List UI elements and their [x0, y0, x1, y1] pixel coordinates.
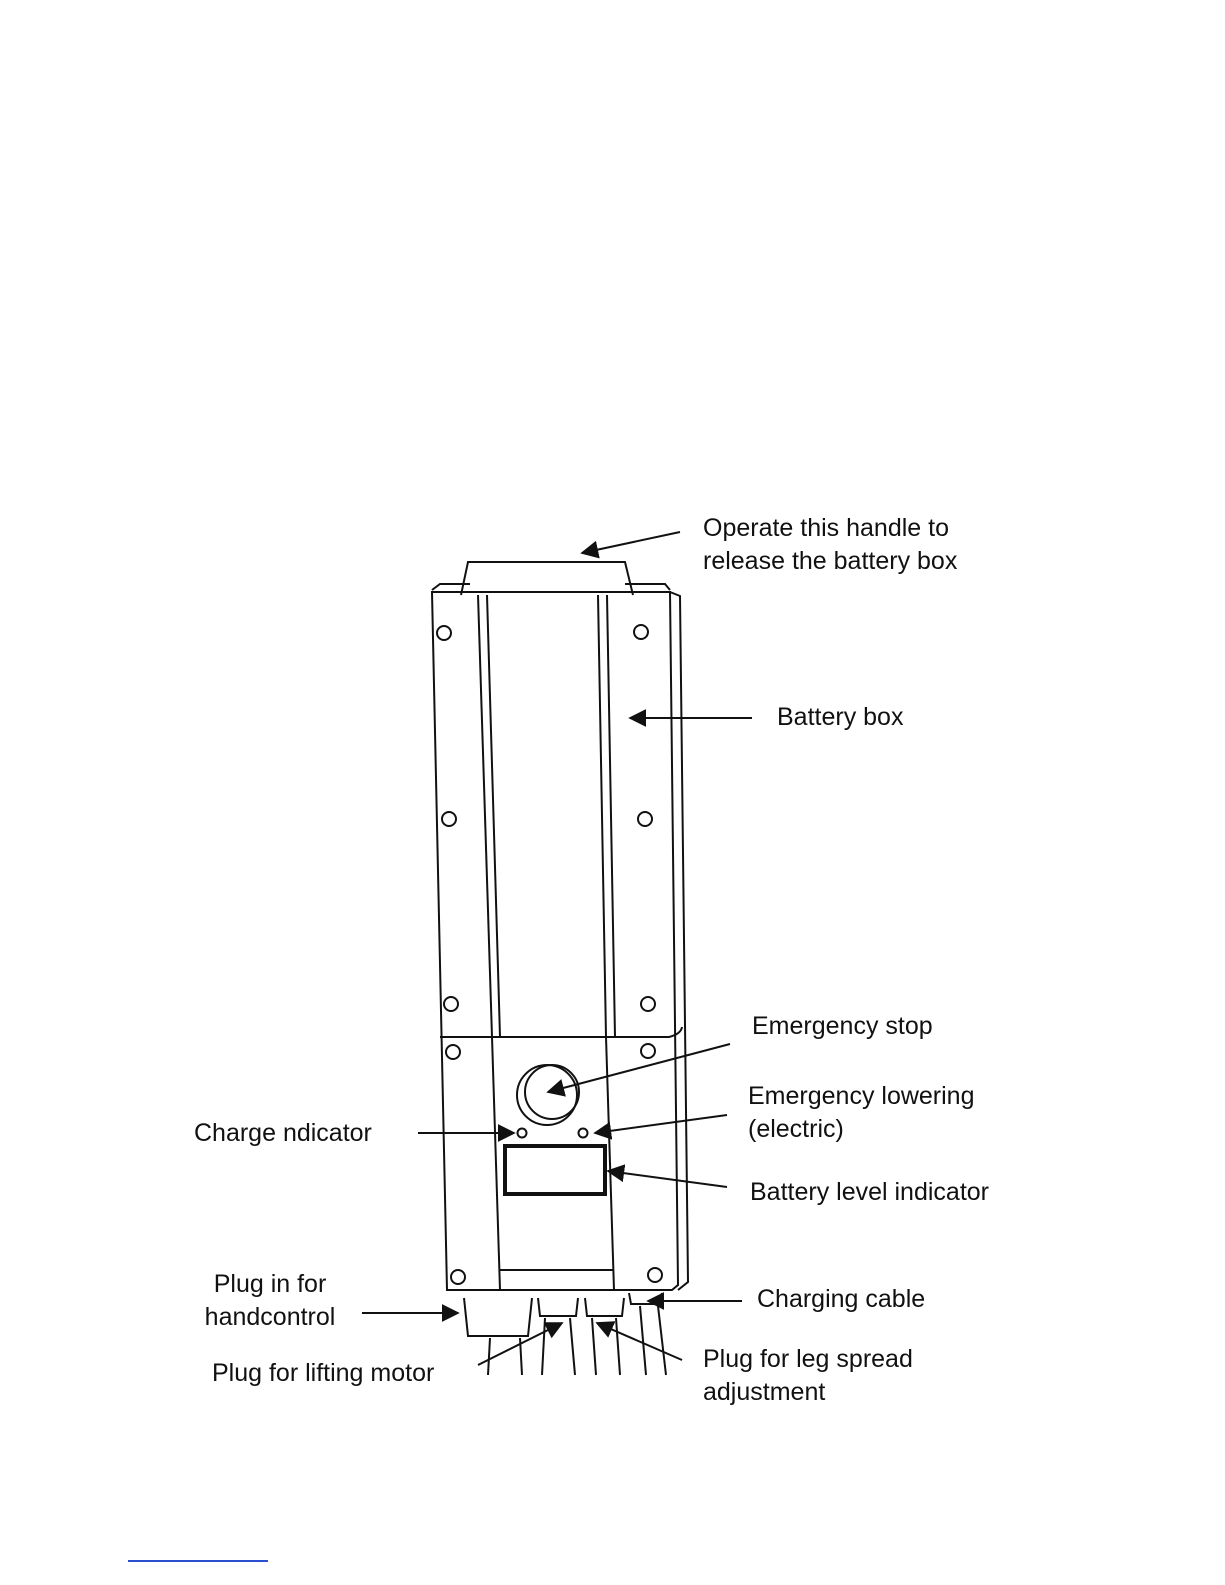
battery-level-display [505, 1146, 605, 1194]
release-handle [461, 562, 633, 595]
emergency-stop-label: Emergency stop [752, 1010, 933, 1043]
plug-leg-spread-line2: adjustment [703, 1376, 913, 1409]
handle-release-label: Operate this handle to release the batte… [703, 512, 957, 578]
emergency-lowering-label: Emergency lowering (electric) [748, 1080, 975, 1146]
plug-handcontrol-label: Plug in for handcontrol [196, 1268, 344, 1334]
battery-unit [432, 562, 688, 1375]
plug-leg-spread-line1: Plug for leg spread [703, 1343, 913, 1376]
charging-socket [629, 1293, 662, 1304]
plug-handcontrol-line2: handcontrol [196, 1301, 344, 1334]
leg-spread-socket [585, 1298, 624, 1316]
footer-rule [128, 1560, 268, 1562]
battery-box-body [432, 592, 678, 1290]
lifting-motor-socket [538, 1298, 578, 1316]
emergency-lowering-line2: (electric) [748, 1113, 975, 1146]
handle-release-line2: release the battery box [703, 545, 957, 578]
emergency-lowering-line1: Emergency lowering [748, 1080, 975, 1113]
charge-indicator-label: Charge ndicator [194, 1117, 372, 1150]
charging-cable-label: Charging cable [757, 1283, 925, 1316]
plug-handcontrol-line1: Plug in for [196, 1268, 344, 1301]
handle-release-line1: Operate this handle to [703, 512, 957, 545]
emergency-lowering-button [579, 1129, 588, 1138]
battery-level-indicator-label: Battery level indicator [750, 1176, 989, 1209]
handcontrol-socket [464, 1298, 532, 1336]
charge-indicator-light [518, 1129, 527, 1138]
callout-arrows [362, 532, 752, 1365]
plug-lifting-motor-label: Plug for lifting motor [212, 1357, 434, 1390]
plug-leg-spread-label: Plug for leg spread adjustment [703, 1343, 913, 1409]
battery-box-label: Battery box [777, 701, 903, 734]
